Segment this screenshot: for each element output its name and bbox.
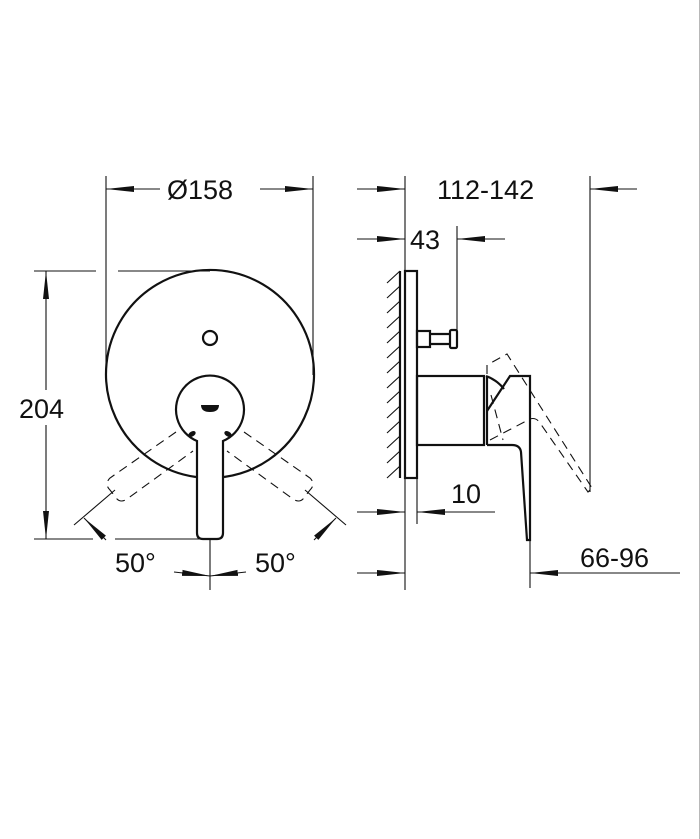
overall-depth-dimension: 112-142 [357, 175, 637, 590]
lever-dot-left [188, 431, 196, 437]
lever-ghost-right [226, 431, 314, 502]
lever-ghost-left [106, 431, 194, 502]
side-view: 112-142 43 [357, 175, 680, 590]
lever-depth-dimension: 66-96 [357, 540, 680, 588]
front-view: Ø158 204 [19, 175, 347, 590]
plate-thickness-dimension: 10 [357, 478, 495, 524]
escutcheon-plate-side [403, 269, 419, 480]
diverter-knob-side [415, 328, 459, 350]
overall-depth-label: 112-142 [437, 175, 534, 205]
diameter-dimension: Ø158 [105, 175, 314, 375]
diverter-depth-dimension: 43 [357, 225, 505, 347]
diverter-hole [201, 329, 219, 347]
lever-dot-right [224, 431, 232, 437]
lever-ghost-side [486, 353, 593, 493]
mixer-body-side [415, 374, 486, 447]
height-label: 204 [19, 394, 64, 424]
angle-dimension: 50° 50° [73, 489, 347, 590]
escutcheon-plate [104, 268, 316, 479]
wall-hatching [386, 270, 402, 479]
lever-mark [201, 405, 219, 412]
height-dimension: 204 [19, 270, 210, 540]
plate-thickness-label: 10 [451, 479, 481, 509]
diverter-depth-label: 43 [410, 225, 440, 255]
diameter-label: Ø158 [167, 175, 233, 205]
lever-depth-label: 66-96 [580, 543, 649, 573]
lever-handle [174, 374, 246, 541]
angle-left-label: 50° [115, 548, 156, 578]
angle-right-label: 50° [255, 548, 296, 578]
